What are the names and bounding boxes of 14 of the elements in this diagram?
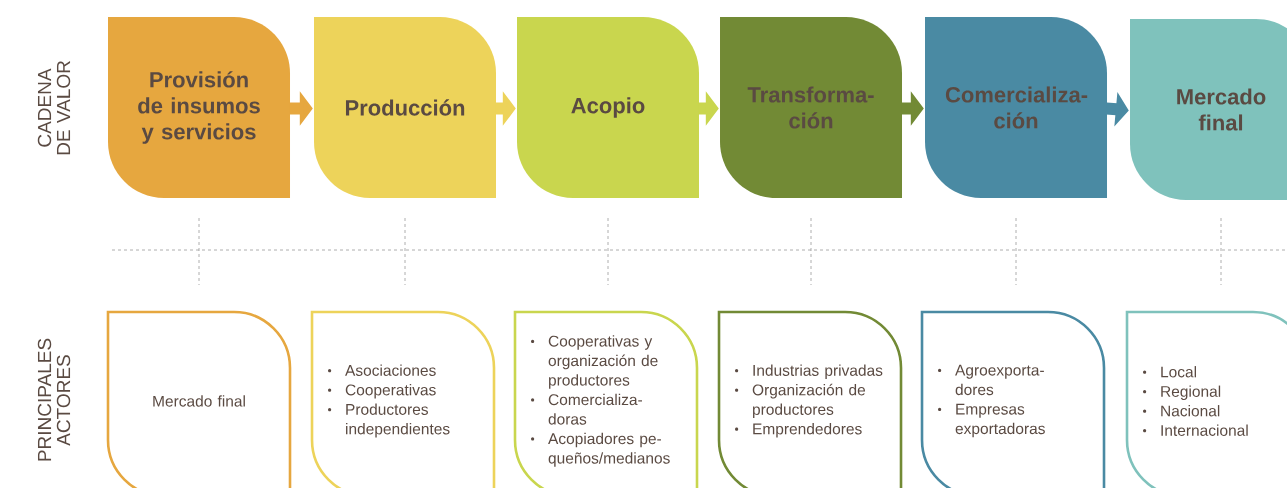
actor-box: Local Regional Nacional Internacional [1125, 310, 1287, 488]
stage-box: Producción [314, 17, 496, 198]
actor-box: Cooperativas y organización de productores Comercializa- doras Acopiadores pe- queños/medianos [513, 310, 699, 488]
stage-box: Transforma- ción [720, 17, 902, 198]
actor-box: Industrias privadas Organización de productores Emprendedores [717, 310, 903, 488]
row-label: PRINCIPALES ACTORES [37, 338, 71, 461]
stage-box: Comercializa- ción [925, 17, 1107, 198]
row-label: CADENA DE VALOR [37, 61, 71, 155]
actor-box: Agroexporta- dores Empresas exportadoras [920, 310, 1106, 488]
stage-box: Mercado final [1130, 19, 1287, 200]
actor-box: Asociaciones Cooperativas Productores independientes [310, 310, 496, 488]
stage-box: Provisión de insumos y servicios [108, 17, 290, 198]
stage-box: Acopio [517, 17, 699, 198]
actor-box: Mercado final [106, 310, 292, 488]
